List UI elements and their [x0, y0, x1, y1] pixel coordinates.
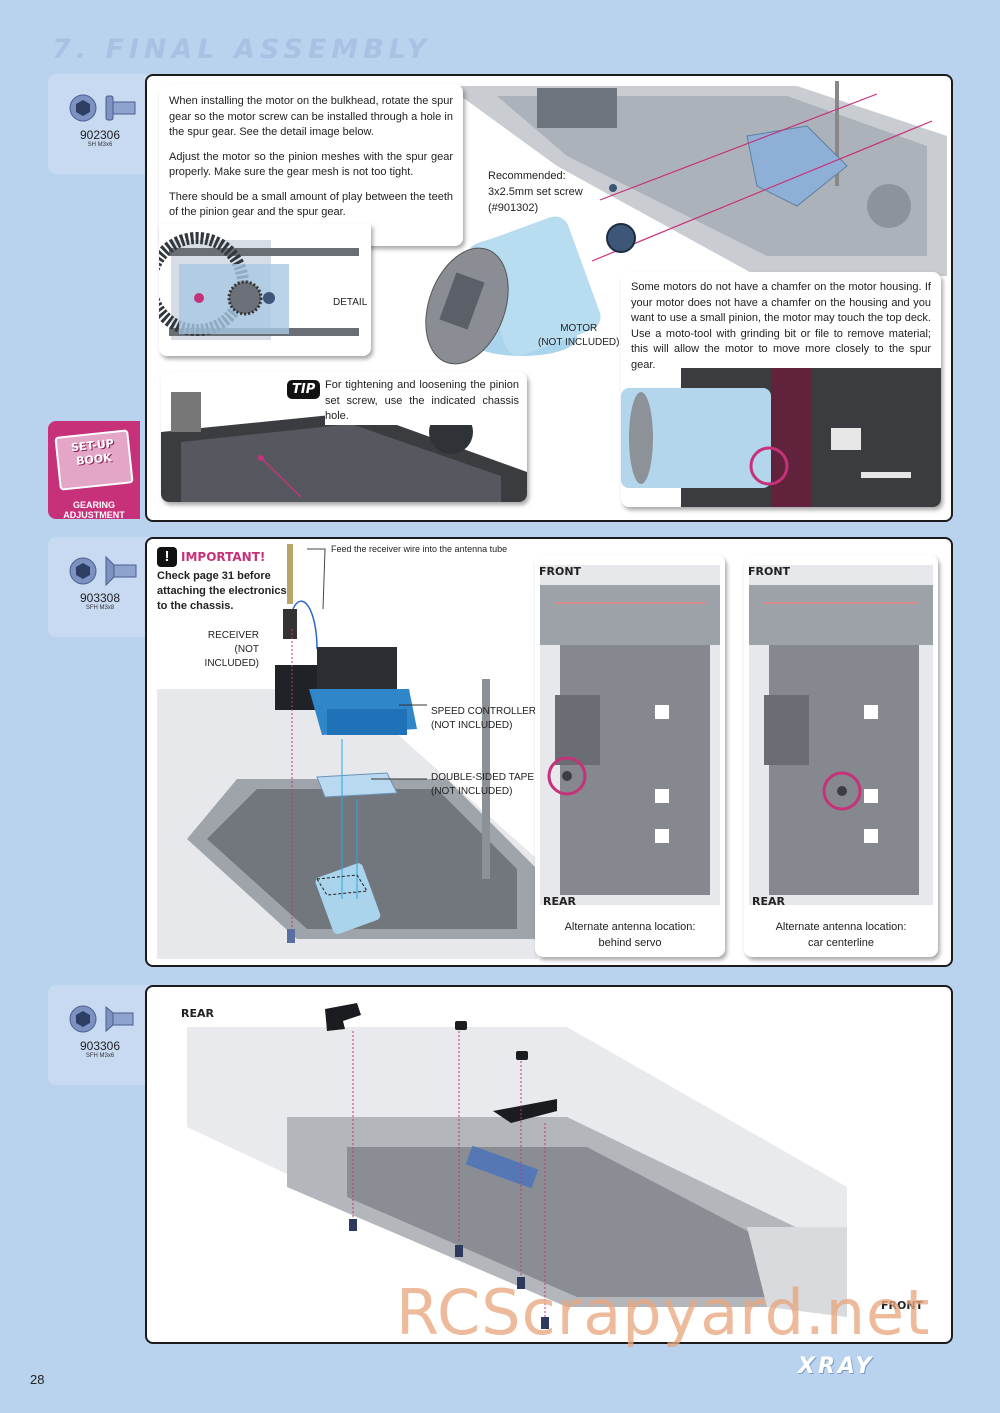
- instruction-3: There should be a small amount of play b…: [169, 190, 453, 219]
- section-title: 7. FINAL ASSEMBLY: [52, 34, 432, 65]
- speed-controller-label: SPEED CONTROLLER(NOT INCLUDED): [431, 706, 537, 731]
- chamfer-note-card: Some motors do not have a chamfer on the…: [621, 272, 941, 507]
- antenna-label: Feed the receiver wire into the antenna …: [331, 544, 508, 554]
- electronics-illustration: [157, 544, 537, 959]
- hex-screw-icon: [69, 94, 136, 122]
- xray-logo: XRAY: [798, 1354, 875, 1379]
- recommended-setscrew-label: Recommended: 3x2.5mm set screw (#901302): [488, 170, 583, 214]
- front-marker: FRONT: [748, 565, 791, 578]
- instruction-card: When installing the motor on the bulkhea…: [159, 84, 463, 246]
- countersunk-screw-icon: [69, 1005, 134, 1033]
- countersunk-screw-icon: [69, 555, 137, 587]
- front-marker: FRONT: [539, 565, 582, 578]
- alt-antenna-centerline-card: FRONT REAR Alternate antenna location:ca…: [744, 555, 938, 957]
- screw-tab-step3: 903306 SFH M3x6: [48, 985, 152, 1085]
- tip-card: TIP For tightening and loosening the pin…: [161, 372, 527, 502]
- motor-label: MOTOR (NOT INCLUDED): [538, 323, 620, 348]
- chassis-motor-illustration: [425, 81, 947, 365]
- screw-code: 902306: [79, 128, 121, 142]
- important-title: IMPORTANT!: [181, 550, 266, 564]
- screw-spec: SH M3x6: [87, 142, 113, 148]
- watermark: RCScrapyard.net: [396, 1276, 931, 1349]
- screw-tab-step2: 903308 SFH M3x8: [48, 537, 152, 637]
- instruction-1: When installing the motor on the bulkhea…: [169, 95, 453, 138]
- alt1-caption: Alternate antenna location:behind servo: [564, 921, 696, 949]
- chamfer-illustration: [621, 368, 941, 507]
- chassis-side-illustration: [187, 1003, 847, 1329]
- screw-tab-step1: 902306 SH M3x6: [48, 74, 152, 174]
- step3-panel: REAR FRONT: [145, 985, 953, 1344]
- detail-label: DETAIL: [333, 297, 368, 308]
- warning-icon: !: [157, 547, 177, 567]
- screw-code: 903308: [79, 591, 121, 605]
- tip-text: For tightening and loosening the pinion …: [325, 378, 519, 425]
- screw-code: 903306: [79, 1039, 121, 1053]
- tip-chassis-illustration: [161, 392, 527, 502]
- detail-card: DETAIL: [159, 224, 371, 356]
- rear-marker: REAR: [543, 895, 576, 908]
- rear-marker: REAR: [181, 1007, 214, 1020]
- chassis-top-view-centerline: [749, 565, 933, 905]
- step1-panel: When installing the motor on the bulkhea…: [145, 74, 953, 522]
- rear-marker: REAR: [752, 895, 785, 908]
- tip-badge: TIP: [287, 380, 321, 399]
- receiver-label: RECEIVER(NOT INCLUDED): [204, 630, 259, 669]
- alt-antenna-behind-servo-card: FRONT REAR Alternate antenna location:be…: [535, 555, 725, 957]
- setup-book-caption: GEARING ADJUSTMENT: [63, 500, 125, 520]
- front-marker: FRONT: [881, 1299, 924, 1312]
- chamfer-note: Some motors do not have a chamfer on the…: [631, 281, 931, 371]
- double-sided-tape-label: DOUBLE-SIDED TAPE(NOT INCLUDED): [431, 772, 534, 797]
- page-number: 28: [30, 1372, 45, 1387]
- chassis-top-view-servo: [540, 565, 720, 905]
- instruction-2: Adjust the motor so the pinion meshes wi…: [169, 150, 453, 179]
- screw-spec: SFH M3x8: [85, 605, 115, 611]
- alt2-caption: Alternate antenna location:car centerlin…: [775, 921, 907, 949]
- motor-illustration: [425, 216, 601, 365]
- screw-spec: SFH M3x6: [85, 1053, 115, 1059]
- gear-detail-illustration: [159, 232, 359, 340]
- step2-panel: ! IMPORTANT! Check page 31 before attach…: [145, 537, 953, 967]
- important-notice: ! IMPORTANT! Check page 31 before attach…: [157, 547, 297, 614]
- important-text: Check page 31 before attaching the elect…: [157, 570, 287, 612]
